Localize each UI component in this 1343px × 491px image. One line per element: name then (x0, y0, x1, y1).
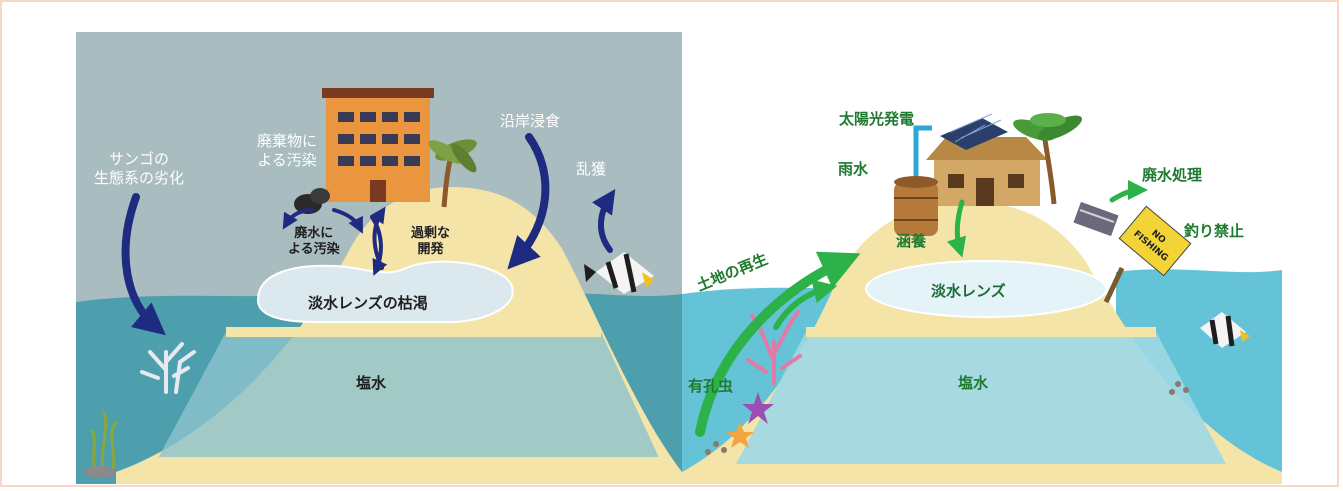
right-panel-restored: NO FISHING (682, 32, 1282, 484)
label-rainwater: 雨水 (838, 160, 869, 178)
pebbles-icon (705, 381, 1189, 455)
overfishing-arrow (592, 189, 616, 253)
label-solar-power: 太陽光発電 (839, 110, 915, 128)
label-line: サンゴの (109, 150, 170, 168)
island-diagram: NO FISHING (76, 32, 1282, 484)
label-overdevelopment: 過剰な開発 (411, 226, 450, 258)
label-line: よる汚染 (257, 151, 317, 169)
rain-barrel-icon (894, 176, 938, 236)
left-saltwater-body (156, 332, 661, 462)
label-coastal-erosion: 沿岸浸食 (500, 112, 561, 130)
label-recharge: 涵養 (896, 232, 927, 250)
foraminifera-arrow (773, 279, 838, 330)
label-line: 生態系の劣化 (94, 169, 185, 187)
label-waste-pollution: 廃棄物による汚染 (257, 132, 317, 170)
label-lens-depletion: 淡水レンズの枯渇 (308, 294, 428, 312)
coral-impact-arrow (121, 193, 166, 336)
left-freshwater-lens (256, 260, 514, 323)
land-regeneration-arrow (695, 251, 861, 437)
garbage-bag-icon (294, 188, 330, 214)
label-line: 廃水に (294, 226, 334, 241)
fish-icon (584, 252, 654, 294)
starfish-icon (726, 392, 774, 448)
restoration-arrows (695, 180, 1148, 437)
label-line: 廃棄物に (257, 132, 318, 150)
hut-icon (926, 137, 1048, 206)
treatment-unit-icon (1073, 201, 1119, 237)
coral-pink-icon (746, 310, 802, 386)
recharge-arrow (946, 199, 967, 258)
label-coral-degradation: サンゴの生態系の劣化 (94, 150, 184, 188)
rock-icon (84, 466, 116, 478)
label-line: 開発 (417, 242, 444, 257)
no-fishing-sign: NO FISHING (1103, 205, 1192, 304)
label-no-fishing: 釣り禁止 (1184, 222, 1245, 240)
label-line: よる汚染 (288, 242, 340, 257)
label-freshwater-lens: 淡水レンズ (931, 282, 1006, 300)
hotel-icon (322, 88, 434, 202)
palm-tree-icon (428, 139, 477, 208)
label-line: 過剰な (411, 226, 451, 241)
waste-arrow-left (282, 208, 314, 230)
solar-panel-icon (940, 113, 1008, 150)
label-overfishing: 乱獲 (576, 160, 607, 178)
left-panel-degraded (76, 32, 682, 484)
label-wastewater-treatment: 廃水処理 (1142, 166, 1203, 184)
island-illustration: NO FISHING (76, 32, 1282, 484)
label-wastewater-pollution: 廃水による汚染 (288, 226, 340, 258)
right-saltwater-body (736, 332, 1226, 464)
right-freshwater-lens (865, 260, 1107, 318)
erosion-arrow (507, 133, 550, 270)
label-saltwater-left: 塩水 (356, 374, 387, 392)
coral-icon (140, 342, 196, 394)
fish-icon-right (1200, 312, 1250, 348)
palm-tree-icon-right (1013, 113, 1083, 205)
label-saltwater-right: 塩水 (958, 374, 989, 392)
waste-arrow-right (332, 208, 363, 234)
wastewater-arrow-up (370, 206, 386, 270)
wastewater-treatment-arrow (1109, 180, 1148, 203)
impact-arrows (121, 133, 616, 336)
label-foraminifera: 有孔虫 (688, 377, 734, 395)
water-pipe-icon (913, 125, 932, 180)
